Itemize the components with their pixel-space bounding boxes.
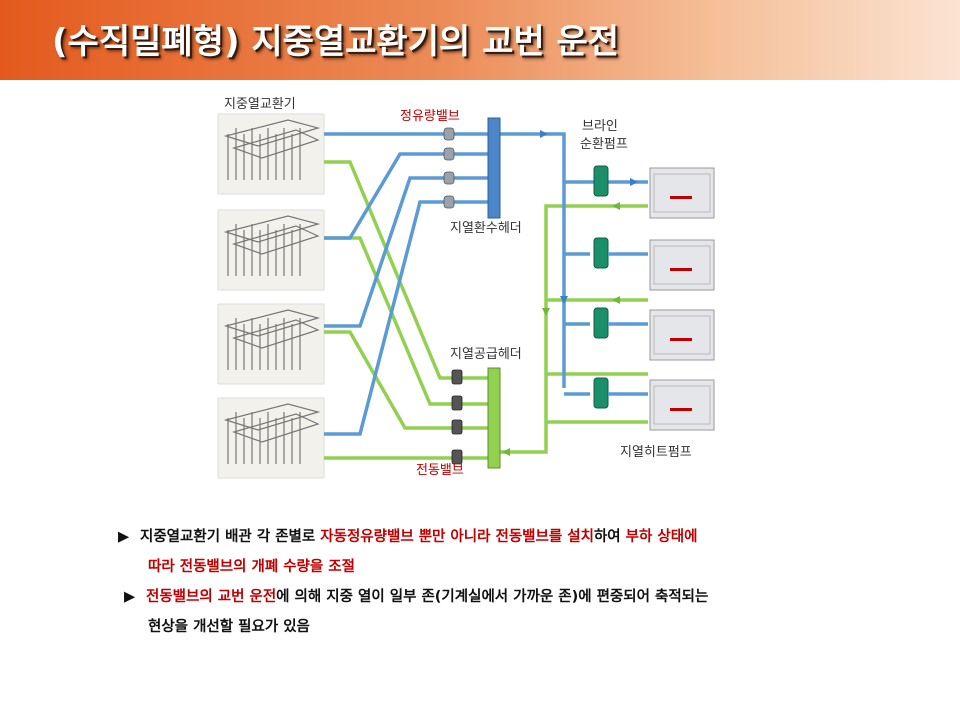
bullet-1-line-2: 따라 전동밸브의 개폐 수량을 조절 — [148, 559, 355, 575]
system-diagram: 지중열교환기 정유량밸브 브라인 순환펌프 지열환수헤더 지열공급헤더 전동밸브… — [217, 97, 715, 479]
bullet-1-line-1: ▶지중열교환기 배관 각 존별로 자동정유량밸브 뿐만 아니라 전동밸브를 설치… — [118, 529, 698, 545]
supply-header — [487, 367, 501, 469]
page-title: (수직밀폐형) 지중열교환기의 교번 운전 — [52, 22, 620, 62]
description-bullets: ▶지중열교환기 배관 각 존별로 자동정유량밸브 뿐만 아니라 전동밸브를 설치… — [118, 527, 918, 647]
flow-arrows — [502, 130, 638, 456]
motor-valves — [451, 369, 463, 465]
heat-pumps — [649, 167, 715, 431]
label-motor-valve: 전동밸브 — [416, 463, 464, 478]
label-exchanger: 지중열교환기 — [224, 97, 296, 112]
ground-heat-exchangers — [217, 113, 325, 479]
exchanger-unit — [217, 303, 325, 385]
exchanger-unit — [217, 397, 325, 479]
exchanger-unit — [217, 209, 325, 291]
exchanger-unit — [217, 113, 325, 195]
bullet-marker-icon: ▶ — [124, 589, 136, 605]
title-bar: (수직밀폐형) 지중열교환기의 교번 운전 — [0, 0, 960, 80]
label-return-header: 지열환수헤더 — [450, 221, 522, 236]
bullet-2-line-1: ▶전동밸브의 교번 운전에 의해 지중 열이 일부 존(기계실에서 가까운 존)… — [124, 589, 709, 605]
return-header — [487, 117, 501, 219]
flow-valves — [443, 127, 455, 209]
label-supply-header: 지열공급헤더 — [450, 347, 522, 362]
label-pump-2: 순환펌프 — [580, 137, 628, 152]
bullet-marker-icon: ▶ — [118, 529, 130, 545]
label-heat-pump: 지열히트펌프 — [620, 445, 692, 460]
bullet-2-line-2: 현상을 개선할 필요가 있음 — [148, 619, 310, 635]
label-flow-valve: 정유량밸브 — [400, 109, 460, 124]
label-pump-1: 브라인 — [582, 119, 618, 134]
brine-pumps — [593, 165, 609, 409]
